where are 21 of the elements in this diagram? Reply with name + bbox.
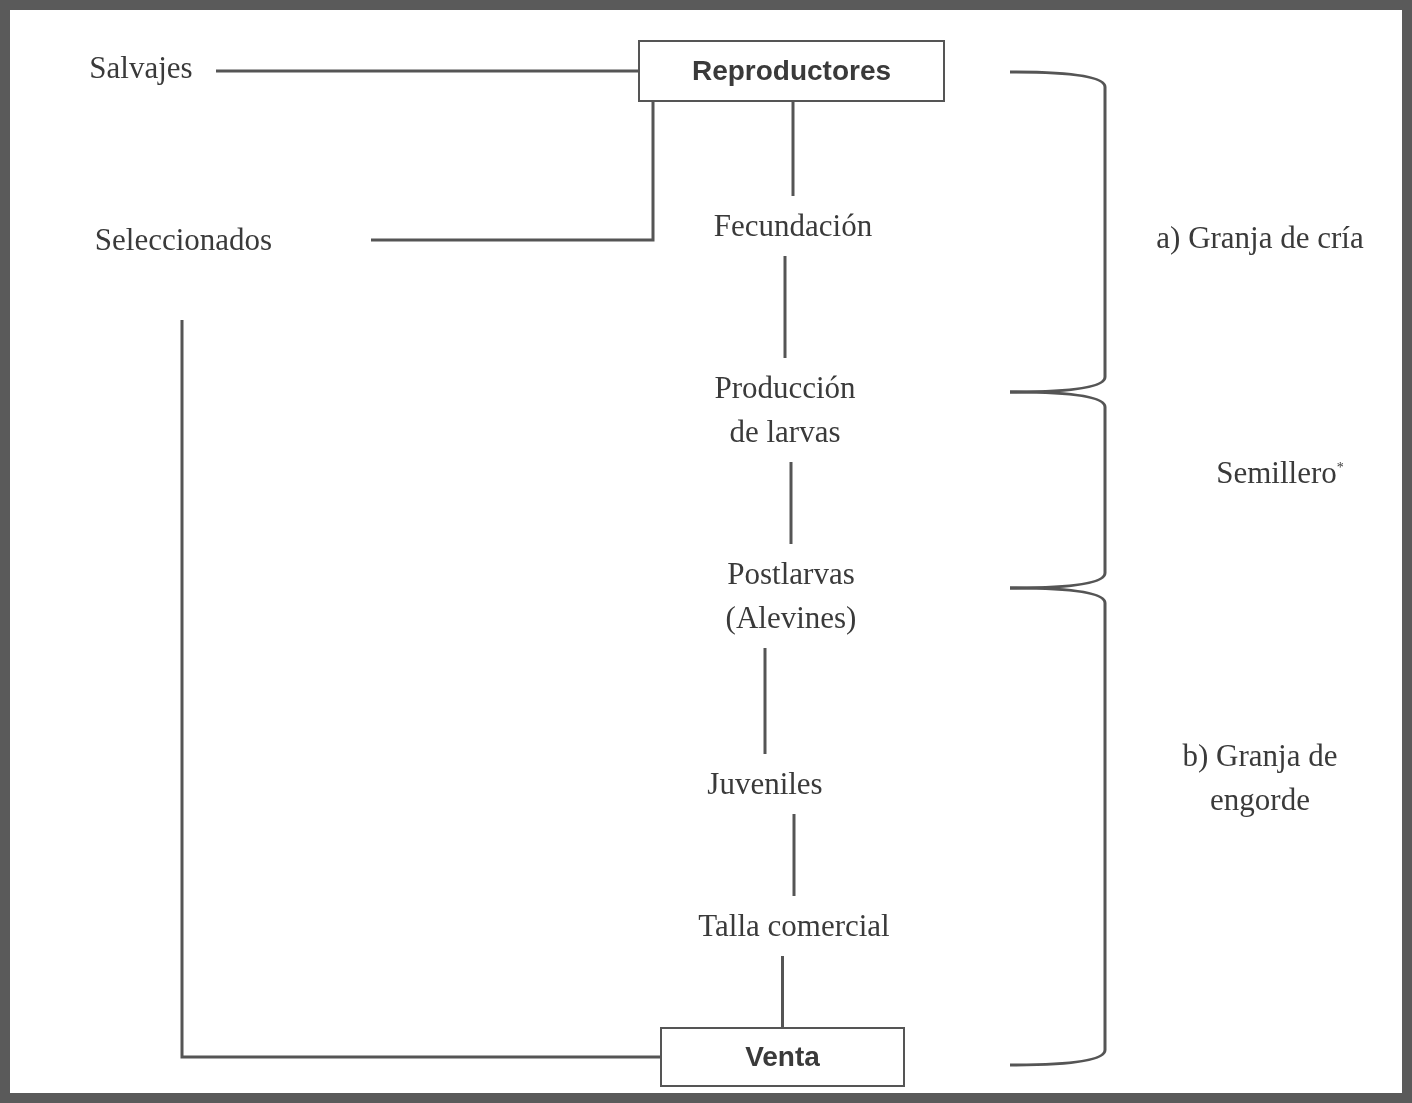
connector-line — [783, 256, 787, 358]
bracket-label: b) Granja de engorde — [1181, 737, 1339, 819]
connector-line — [371, 102, 655, 242]
stage-text: Juveniles — [690, 754, 840, 814]
connector-line — [789, 462, 793, 544]
stage-text: Postlarvas (Alevines) — [696, 544, 886, 648]
stage-text: Talla comercial — [666, 896, 922, 956]
stage-text: Salvajes — [66, 38, 216, 98]
stage-text: Seleccionados — [66, 210, 301, 270]
connector-line — [180, 320, 660, 1059]
connector-line — [216, 69, 638, 73]
connector-line — [763, 648, 767, 754]
bracket-label: Semillero$^{*}$ — [1215, 454, 1345, 493]
bracket-label: a) Granja de cría — [1155, 219, 1365, 257]
connector-line — [792, 814, 796, 896]
stage-text: Producción de larvas — [690, 358, 880, 462]
connector-line — [791, 102, 795, 196]
process-box: Venta — [660, 1027, 905, 1087]
process-box: Reproductores — [638, 40, 945, 102]
connector-line — [781, 956, 784, 1027]
stage-text: Fecundación — [682, 196, 904, 256]
